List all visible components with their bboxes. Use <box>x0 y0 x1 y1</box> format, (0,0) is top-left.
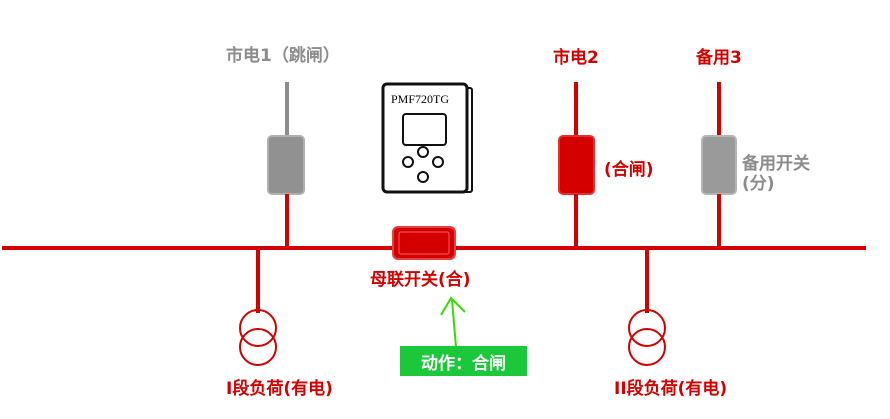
source3-label: 备用3 <box>696 48 742 68</box>
source2-breaker[interactable] <box>558 135 595 195</box>
bus-tie-breaker[interactable] <box>392 226 456 260</box>
action-arrow-icon <box>440 296 466 348</box>
device-screen <box>402 113 447 146</box>
pmf-controller-device[interactable] <box>381 82 473 194</box>
source2-label: 市电2 <box>553 48 599 68</box>
source3-breaker[interactable] <box>701 135 737 195</box>
device-button-down <box>417 171 429 183</box>
source3-breaker-name: 备用开关 <box>742 154 810 174</box>
load1-transformer-upper <box>239 309 277 347</box>
load2-transformer-upper <box>628 309 666 347</box>
bus-tie-breaker-inner <box>398 231 450 255</box>
source3-breaker-state: 备用开关 (分) <box>742 154 810 195</box>
load1-label: I段负荷(有电) <box>226 379 333 399</box>
source3-breaker-status: (分) <box>742 174 775 195</box>
load2-label: II段负荷(有电) <box>614 379 728 399</box>
device-button-left <box>402 156 414 168</box>
device-button-up <box>417 146 429 158</box>
device-model-label: PMF720TG <box>391 92 450 106</box>
source1-label: 市电1（跳闸） <box>226 46 340 66</box>
device-button-right <box>432 156 444 168</box>
bus-tie-label: 母联开关(合) <box>370 270 471 290</box>
source1-breaker[interactable] <box>267 135 305 195</box>
load2-transformer-lower <box>628 328 666 366</box>
source2-breaker-state: (合闸) <box>604 160 654 180</box>
action-badge: 动作：合闸 <box>400 346 527 376</box>
load1-transformer-lower <box>239 328 277 366</box>
